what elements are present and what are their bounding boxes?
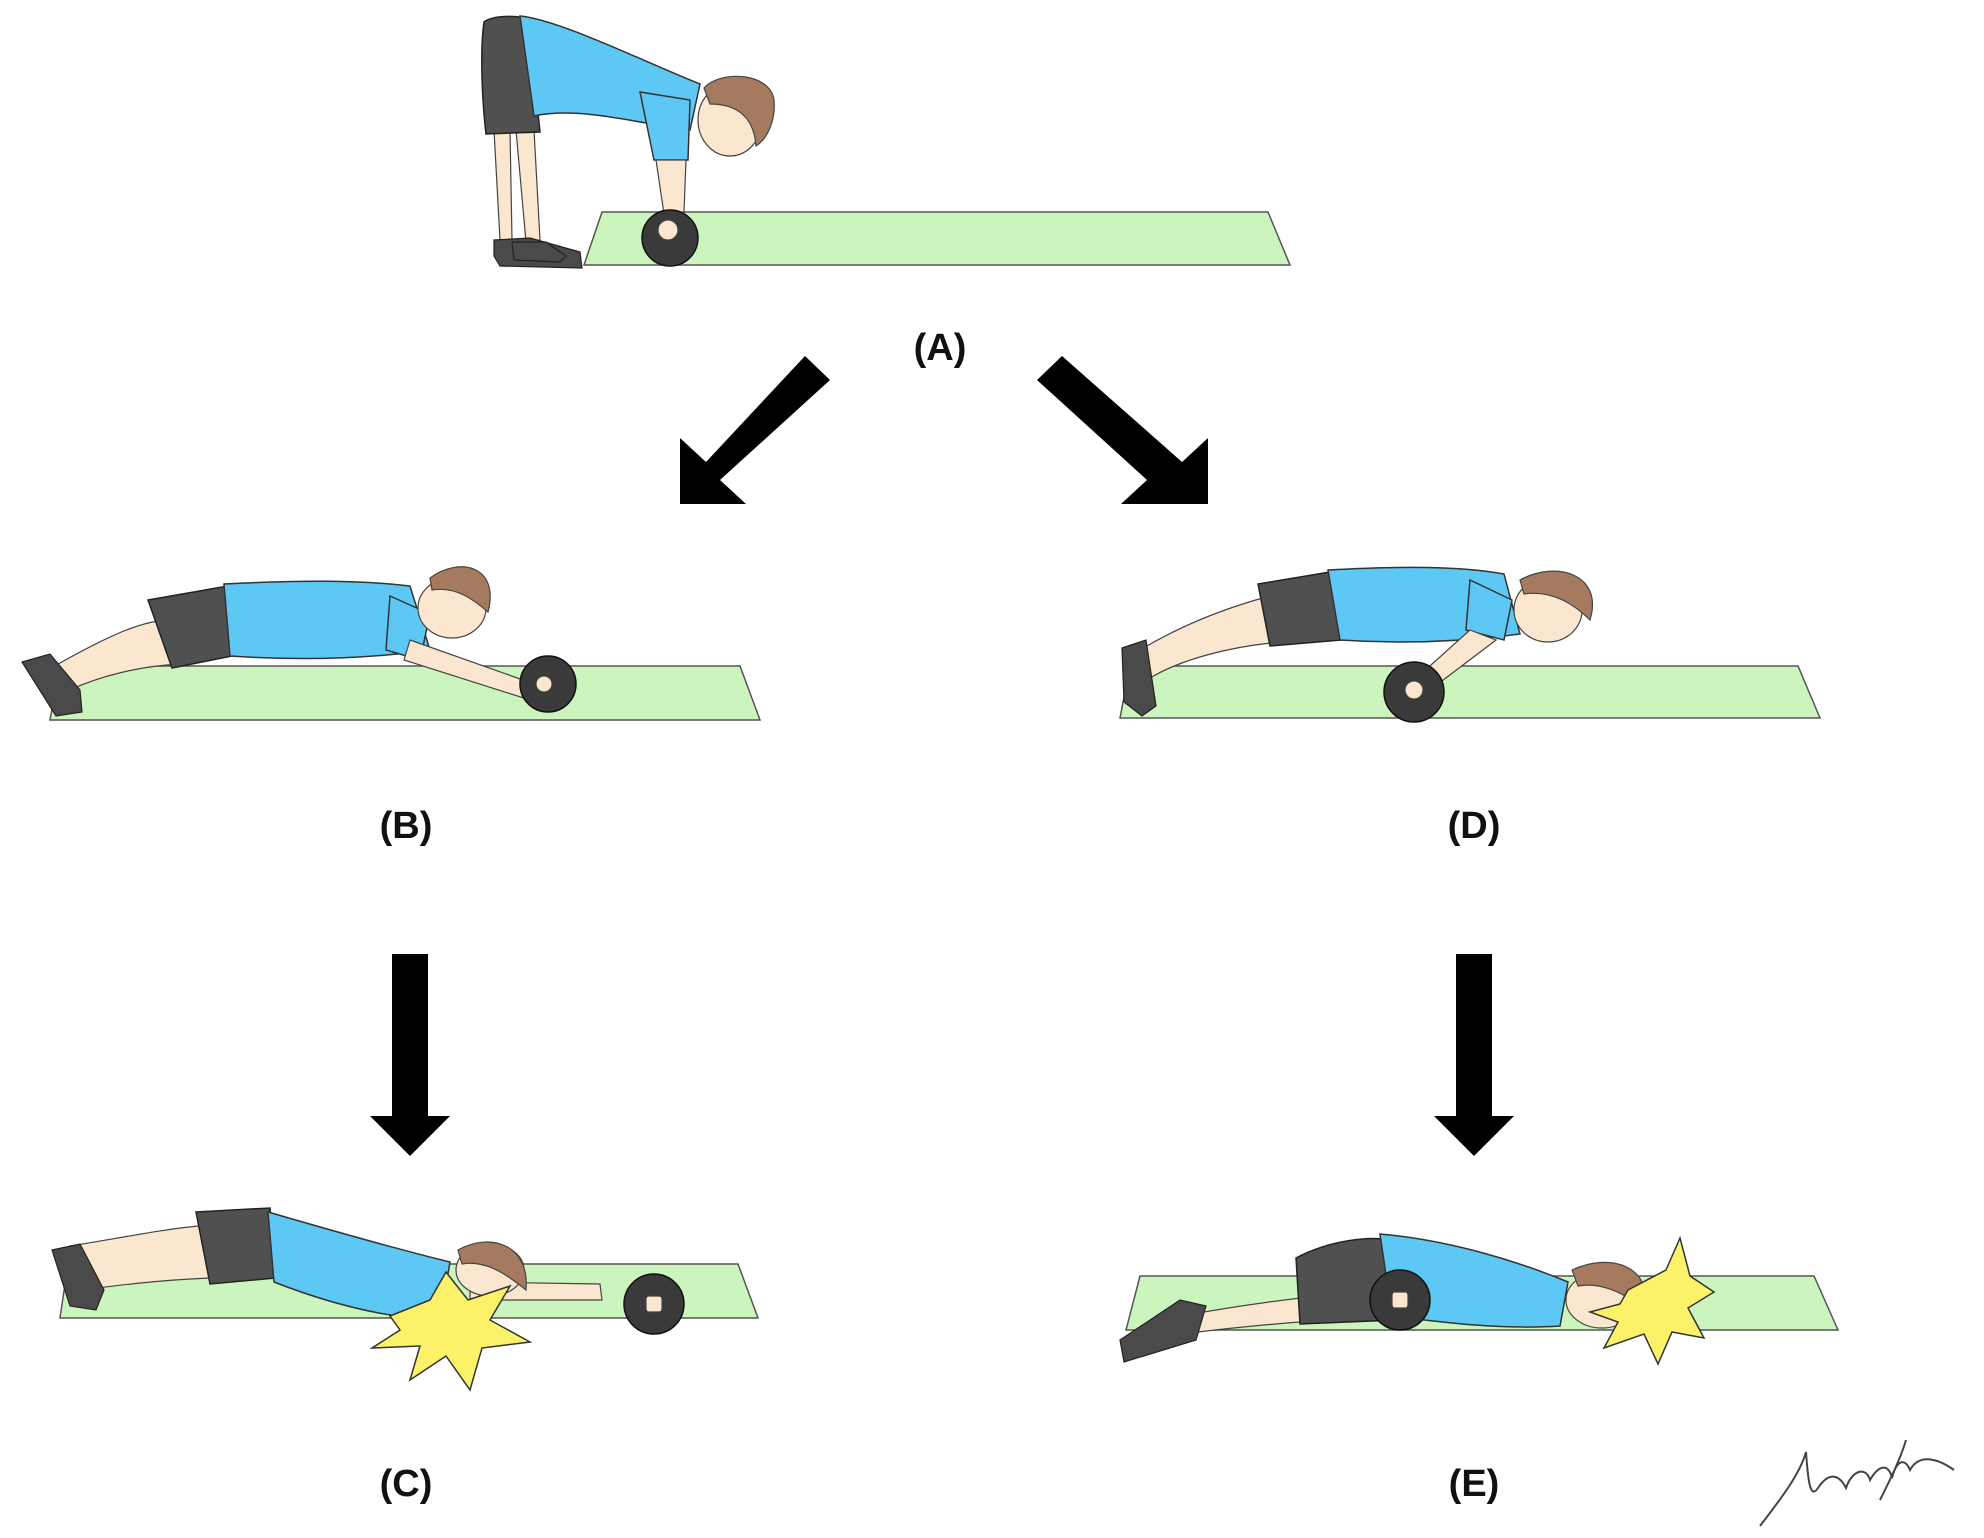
panel-a-figure [481,15,1292,269]
exercise-mat [582,211,1292,266]
panel-label-d: (D) [1448,805,1501,847]
panel-b-figure [21,566,762,721]
impact-burst-icon [1587,1235,1716,1366]
arrow-b-to-c [370,954,450,1156]
panel-label-c: (C) [380,1463,433,1505]
panel-d-figure [1119,566,1822,723]
panel-label-e: (E) [1449,1463,1500,1505]
impact-burst-icon [369,1270,533,1392]
arrow-a-to-b [680,356,830,504]
panel-c-figure [51,1207,760,1392]
arrow-d-to-e [1434,954,1514,1156]
panel-label-a: (A) [914,327,967,369]
signature-mark [1759,1439,1955,1527]
panel-e-figure [1119,1233,1840,1366]
panel-label-b: (B) [380,805,433,847]
arrow-a-to-d [1037,356,1208,504]
